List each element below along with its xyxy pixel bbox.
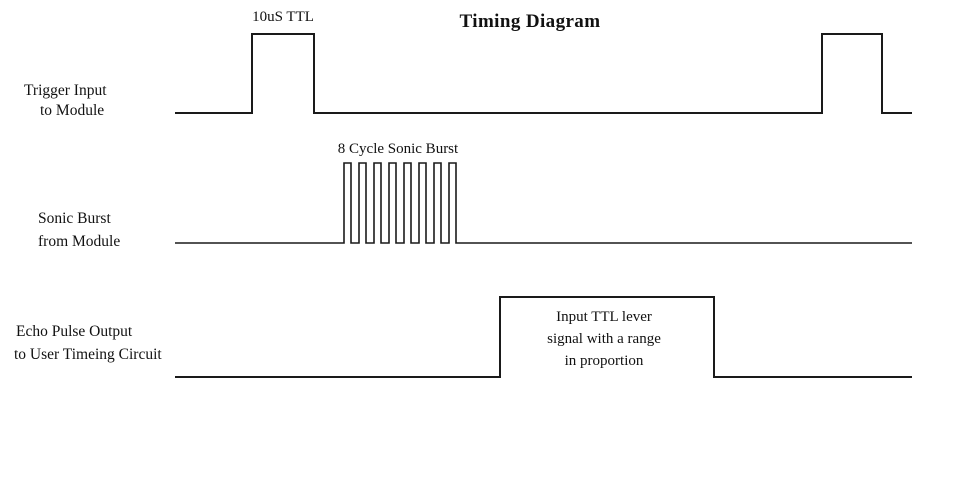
trigger-label-line-1: Trigger Input	[24, 82, 107, 99]
burst-label-line-1: Sonic Burst	[38, 210, 111, 227]
trigger-pulse-label: 10uS TTL	[252, 9, 314, 25]
burst-label-line-2: from Module	[38, 233, 120, 250]
echo-waveform	[175, 296, 912, 378]
echo-pulse-text-line-2: signal with a range	[547, 331, 661, 347]
burst-pulse-label: 8 Cycle Sonic Burst	[338, 141, 459, 157]
echo-pulse-text-line-1: Input TTL lever	[556, 309, 652, 325]
echo-pulse-text-line-3: in proportion	[565, 353, 644, 369]
trigger-label-line-2: to Module	[40, 102, 104, 119]
trigger-waveform	[175, 33, 912, 114]
diagram-title: Timing Diagram	[460, 11, 601, 32]
echo-label-line-2: to User Timeing Circuit	[14, 346, 162, 363]
burst-waveform	[175, 162, 912, 244]
echo-label-line-1: Echo Pulse Output	[16, 323, 133, 340]
